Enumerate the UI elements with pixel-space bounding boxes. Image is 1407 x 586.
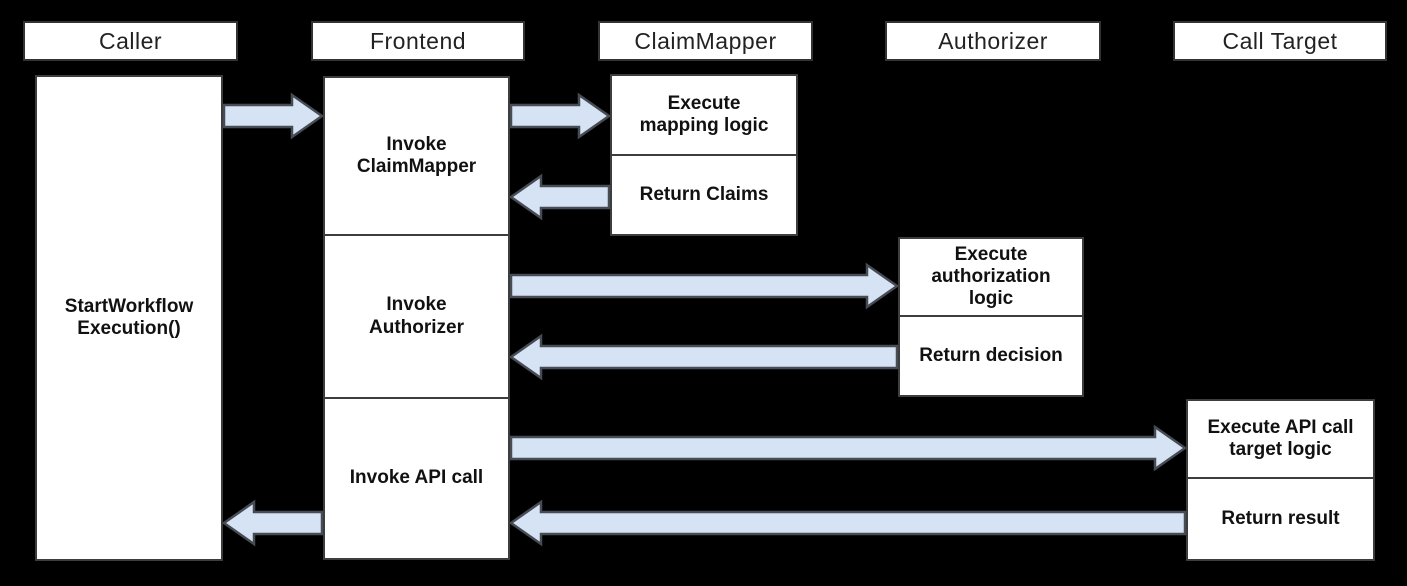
arrow-call-target-return-to-frontend	[508, 499, 1187, 547]
participant-header-claimmapper: ClaimMapper	[598, 21, 813, 61]
participant-header-frontend: Frontend	[311, 21, 525, 61]
box-return-claims: Return Claims	[610, 154, 798, 236]
participant-header-call-target: Call Target	[1173, 21, 1387, 61]
arrow-authorizer-return-to-frontend	[508, 333, 899, 381]
arrow-frontend-to-call-target	[509, 424, 1188, 472]
box-invoke-api-call: Invoke API call	[323, 397, 510, 560]
arrow-frontend-to-claimmapper	[509, 92, 612, 140]
arrow-frontend-return-to-caller	[221, 499, 324, 547]
participant-header-authorizer: Authorizer	[885, 21, 1101, 61]
arrow-frontend-to-authorizer	[509, 262, 900, 310]
arrow-caller-to-frontend	[222, 92, 325, 140]
box-return-result: Return result	[1186, 477, 1375, 561]
box-return-decision: Return decision	[898, 315, 1084, 397]
arrow-claimmapper-return-to-frontend	[508, 173, 611, 221]
participant-header-caller: Caller	[23, 21, 238, 61]
